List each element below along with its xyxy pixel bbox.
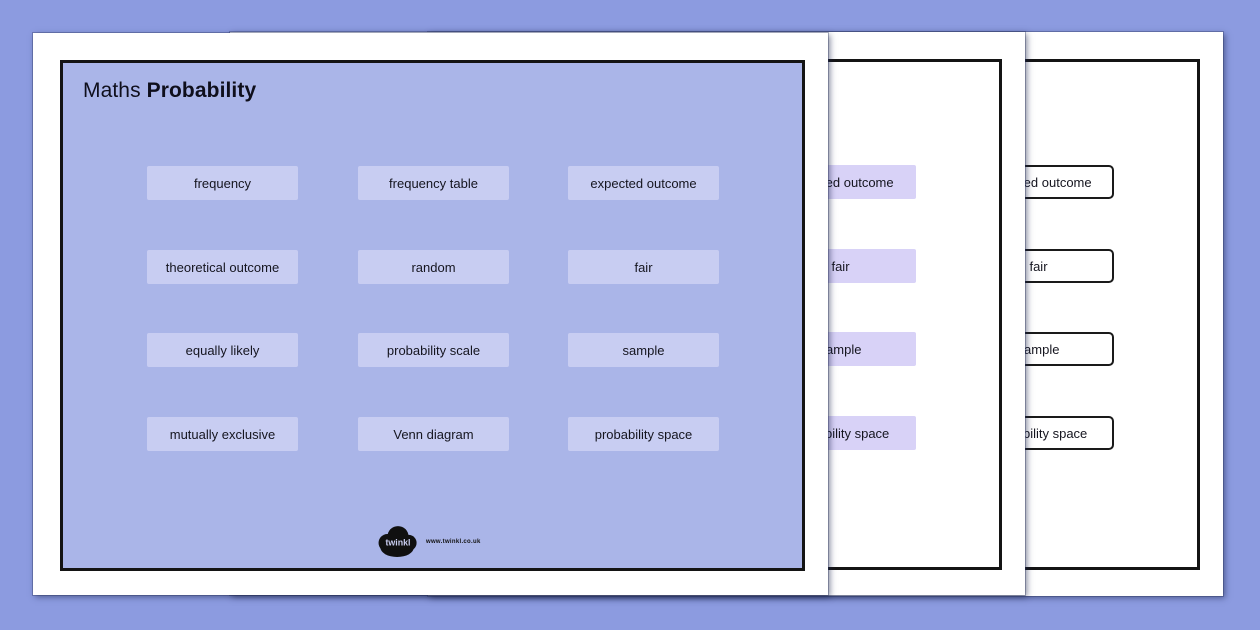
term-box: equally likely [147,333,298,367]
twinkl-cloud-icon: twinkl [378,526,417,558]
title-topic: Probability [146,79,257,102]
twinkl-url: www.twinkl.co.uk [426,539,481,545]
term-box: probability space [568,417,719,451]
term-box: Venn diagram [358,417,509,451]
twinkl-wordmark: twinkl [385,538,410,548]
term-box: probability scale [358,333,509,367]
worksheet-page-1: Maths Probability frequency frequency tab… [33,33,828,595]
term-box: random [358,250,509,284]
worksheet-title: Maths Probability [83,79,256,103]
twinkl-logo: twinkl www.twinkl.co.uk [375,525,481,559]
term-grid: frequency frequency table expected outcome… [63,63,802,568]
term-box: frequency table [358,166,509,200]
term-box: theoretical outcome [147,250,298,284]
term-box: mutually exclusive [147,417,298,451]
term-box: frequency [147,166,298,200]
term-box: expected outcome [568,166,719,200]
term-box: sample [568,333,719,367]
page-1-card: Maths Probability frequency frequency tab… [60,60,805,571]
title-subject: Maths [83,79,141,102]
term-box: fair [568,250,719,284]
